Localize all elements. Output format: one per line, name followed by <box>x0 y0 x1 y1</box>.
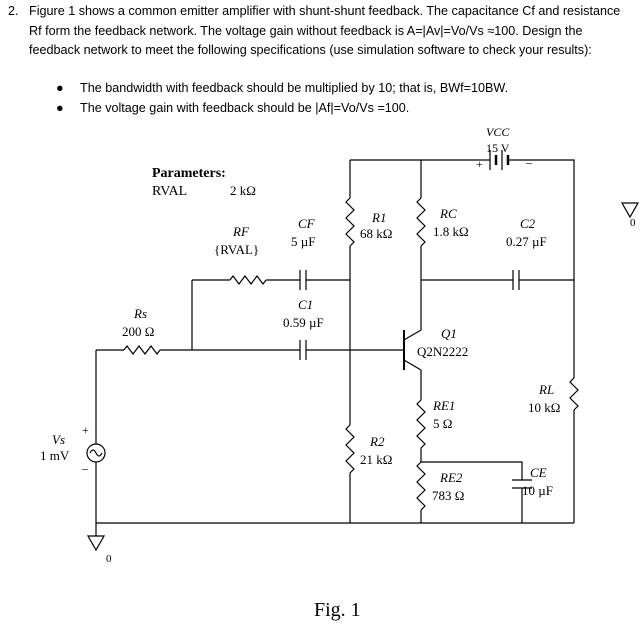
rc-resistor-symbol <box>416 197 426 247</box>
rs-label: Rs <box>133 306 147 321</box>
r2-value: 21 kΩ <box>360 452 392 467</box>
cf-capacitor-symbol <box>299 270 307 290</box>
q1-transistor-symbol <box>350 329 422 371</box>
q1-model: Q2N2222 <box>417 344 468 359</box>
c2-capacitor-symbol <box>512 270 520 290</box>
r1-value: 68 kΩ <box>360 226 392 241</box>
input-ground-label: 0 <box>106 553 112 565</box>
rc-label: RC <box>439 206 457 221</box>
spec-gain: ● The voltage gain with feedback should … <box>50 98 610 118</box>
vs-minus-sign: – <box>81 461 89 475</box>
r1-label: R1 <box>371 210 386 225</box>
rl-label: RL <box>538 382 554 397</box>
specification-list: ● The bandwidth with feedback should be … <box>50 78 610 118</box>
c1-capacitor-symbol <box>299 340 307 360</box>
cf-label: CF <box>298 216 316 231</box>
vs-value: 1 mV <box>40 448 70 463</box>
bullet-dot: ● <box>56 101 64 115</box>
rf-resistor-symbol <box>229 275 267 285</box>
vcc-minus-sign: – <box>525 155 533 169</box>
rl-value: 10 kΩ <box>528 400 560 415</box>
spec-bandwidth: ● The bandwidth with feedback should be … <box>50 78 610 98</box>
parameter-name: RVAL <box>152 184 187 199</box>
q1-label: Q1 <box>441 326 457 341</box>
c2-value: 0.27 µF <box>506 234 547 249</box>
parameter-value: 2 kΩ <box>230 183 256 198</box>
c1-value: 0.59 µF <box>283 315 324 330</box>
rl-resistor-symbol <box>569 377 579 411</box>
ce-label: CE <box>530 465 547 480</box>
output-ground-symbol <box>620 202 640 219</box>
spec-gain-text: The voltage gain with feedback should be… <box>80 101 410 115</box>
problem-text: Figure 1 shows a common emitter amplifie… <box>29 4 621 57</box>
vcc-value: 15 V <box>486 141 510 155</box>
re2-label: RE2 <box>439 470 463 485</box>
r2-label: R2 <box>369 434 385 449</box>
problem-number: 2. <box>8 4 19 18</box>
vcc-battery-symbol <box>478 150 530 170</box>
rs-value: 200 Ω <box>122 324 154 339</box>
re1-resistor-symbol <box>416 399 426 449</box>
bullet-dot: ● <box>56 81 64 95</box>
r1-resistor-symbol <box>345 197 355 247</box>
cf-value: 5 µF <box>291 234 315 249</box>
rc-value: 1.8 kΩ <box>433 224 469 239</box>
re2-resistor-symbol <box>416 461 426 511</box>
re1-label: RE1 <box>432 398 455 413</box>
rs-resistor-symbol <box>123 345 161 355</box>
vs-label: Vs <box>52 432 65 447</box>
vs-plus-sign: + <box>82 423 89 437</box>
vcc-label: VCC <box>486 125 510 139</box>
parameters-title: Parameters: <box>152 166 226 181</box>
rf-value: {RVAL} <box>214 242 259 257</box>
figure-caption: Fig. 1 <box>314 599 361 621</box>
ce-value: 10 µF <box>522 483 553 498</box>
vcc-plus-sign: + <box>476 157 483 171</box>
rf-label: RF <box>232 224 250 239</box>
r2-resistor-symbol <box>345 424 355 474</box>
re2-value: 783 Ω <box>432 488 464 503</box>
c2-label: C2 <box>520 216 536 231</box>
c1-label: C1 <box>298 297 313 312</box>
re1-value: 5 Ω <box>433 416 452 431</box>
spec-bandwidth-text: The bandwidth with feedback should be mu… <box>80 81 509 95</box>
circuit-wires <box>86 150 640 552</box>
output-ground-label: 0 <box>630 217 636 229</box>
input-ground-symbol <box>86 523 106 552</box>
